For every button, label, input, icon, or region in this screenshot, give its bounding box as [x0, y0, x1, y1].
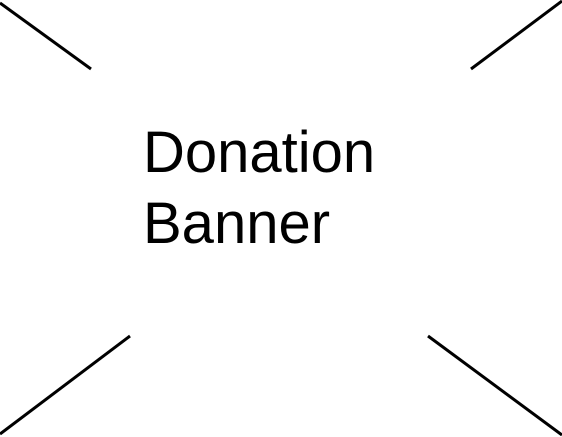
cross-line-top-right [470, 0, 562, 71]
cross-line-bottom-left [0, 334, 131, 436]
cross-line-bottom-right [427, 334, 562, 437]
banner-label: Donation Banner [143, 117, 375, 259]
cross-line-top-left [0, 1, 92, 71]
banner-label-line-1: Donation [143, 120, 376, 185]
banner-label-line-2: Banner [143, 191, 331, 256]
